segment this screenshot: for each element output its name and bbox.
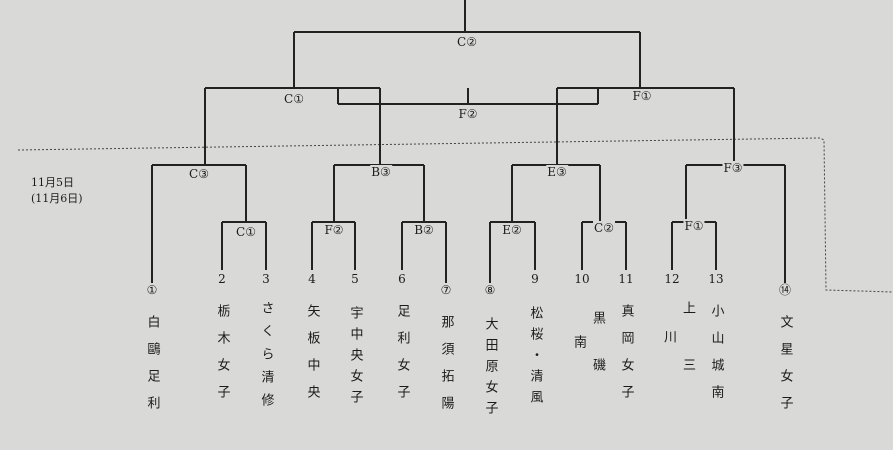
first-round-label: F①: [683, 219, 705, 233]
seed-number: 10: [574, 272, 590, 286]
team-entry: 6 足利女子: [389, 272, 415, 428]
round-date: 11月5日: [31, 176, 74, 189]
team-name: 松桜・清風: [527, 305, 543, 411]
quarterfinal-label: B③: [370, 165, 392, 179]
team-entry: ⑦ 那須拓陽: [433, 283, 459, 439]
first-round-label: F②: [323, 223, 345, 237]
team-entry: 4 矢板中央: [299, 272, 325, 428]
seed-number: 12: [664, 272, 680, 286]
seed-number: 3: [262, 272, 270, 286]
quarterfinal-label: E③: [546, 165, 568, 179]
team-name: 大田原女子: [482, 316, 498, 422]
team-entry: 10 黒磯南: [569, 272, 605, 428]
r1-c1-bracket: [221, 221, 267, 270]
team-entry: 13 小山城南: [703, 272, 729, 428]
qf-c3-bracket: [151, 164, 247, 283]
r1-f2-bracket: [311, 221, 356, 270]
team-entry: 3 さくら清修: [253, 272, 279, 428]
seed-number: 6: [398, 272, 406, 286]
seed-number: 4: [308, 272, 316, 286]
seed-number: ⑦: [440, 283, 452, 297]
team-entry: 11 真岡女子: [613, 272, 639, 428]
team-entry: 12 上三川: [659, 272, 695, 428]
team-entry: 9 松桜・清風: [522, 272, 548, 428]
team-name: 矢板中央: [304, 304, 320, 412]
seed-number: ⑧: [484, 283, 496, 297]
team-entry: 2 栃木女子: [209, 272, 235, 428]
first-round-label: E②: [501, 223, 523, 237]
third-place-label: F②: [457, 107, 479, 121]
round-date-alt: (11月6日): [31, 192, 83, 205]
semifinal-left-label: C①: [283, 92, 305, 106]
r1-e2-bracket: [489, 221, 536, 283]
team-name: 宇中央女子: [347, 305, 363, 411]
section-divider: [17, 137, 893, 293]
seed-number: ①: [146, 283, 158, 297]
team-entry: 5 宇中央女子: [342, 272, 368, 428]
team-entry: ① 白鷗足利: [139, 283, 165, 439]
first-round-label: B②: [413, 223, 435, 237]
team-name: 小山城南: [708, 304, 724, 412]
semi-left-bracket: [204, 87, 381, 165]
team-name: 白鷗足利: [144, 315, 160, 423]
semifinal-right-label: F①: [631, 89, 653, 103]
seed-number: 5: [351, 272, 359, 286]
seed-number: ⑭: [778, 283, 791, 297]
team-name: 真岡女子: [618, 304, 634, 412]
team-name: 那須拓陽: [438, 315, 454, 423]
first-round-label: C②: [593, 221, 615, 235]
team-name: 黒磯南: [571, 311, 605, 405]
semi-right-bracket: [556, 87, 735, 165]
seed-number: 13: [708, 272, 724, 286]
quarterfinal-label: C③: [188, 167, 210, 181]
seed-number: 2: [218, 272, 226, 286]
team-name: 足利女子: [394, 304, 410, 412]
r1-b2-bracket: [401, 221, 447, 283]
final-bracket: [293, 0, 641, 88]
seed-number: 9: [531, 272, 539, 286]
seed-number: 11: [618, 272, 634, 286]
first-round-label: C①: [235, 225, 257, 239]
team-name: 上三川: [661, 301, 695, 415]
team-entry: ⑧ 大田原女子: [477, 283, 503, 439]
team-name: 文星女子: [777, 315, 793, 423]
quarterfinal-label: F③: [722, 161, 744, 175]
third-place-bracket: [337, 88, 599, 105]
team-name: さくら清修: [258, 300, 274, 416]
team-entry: ⑭ 文星女子: [772, 283, 798, 439]
team-name: 栃木女子: [214, 304, 230, 412]
final-match-label: C②: [456, 35, 478, 49]
